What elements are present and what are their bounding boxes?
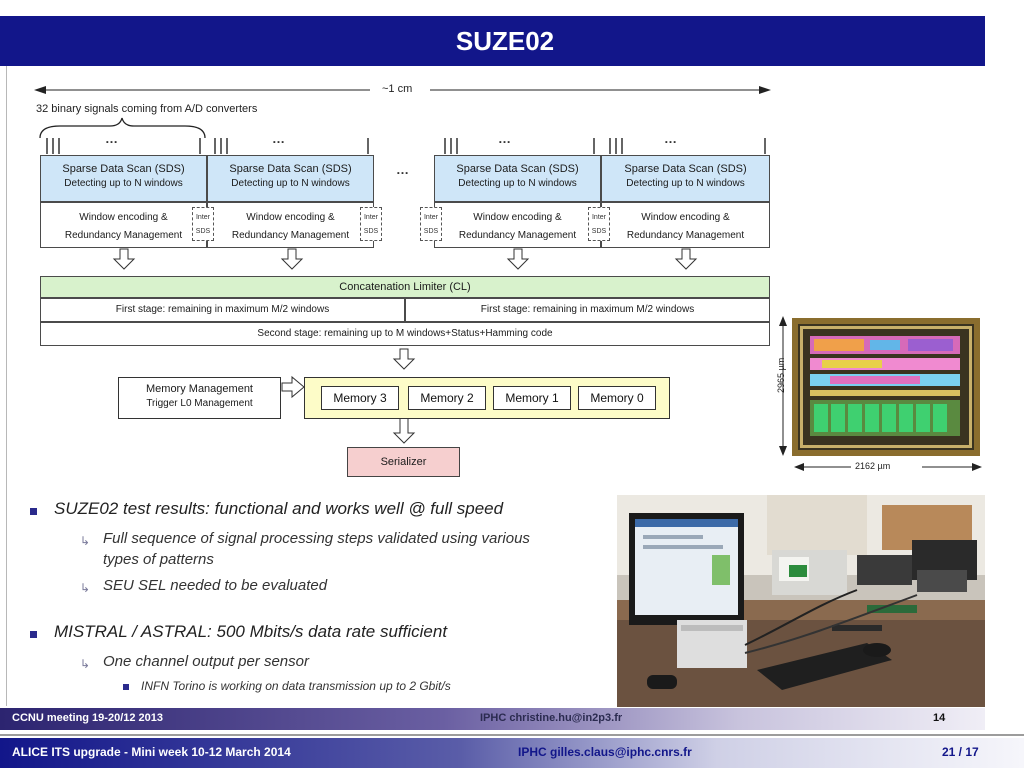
enc-line1: Window encoding & (246, 212, 335, 223)
outer-footer-contact: IPHC gilles.claus@iphc.cnrs.fr (518, 745, 692, 759)
enc-line1: Window encoding & (641, 212, 730, 223)
memory-3: Memory 3 (321, 386, 399, 410)
enc-line2: Redundancy Management (231, 230, 350, 241)
second-stage: Second stage: remaining up to M windows+… (40, 322, 770, 346)
sds-title: Sparse Data Scan (SDS) (62, 163, 185, 175)
outer-footer-bar (0, 738, 1024, 768)
outer-footer-page: 21 / 17 (942, 745, 979, 759)
width-dimension-label: ~1 cm (382, 83, 413, 95)
first-stage-right: First stage: remaining in maximum M/2 wi… (405, 298, 770, 322)
sub-bullet-arrow-icon: ↳ (80, 657, 91, 671)
inter-label: Inter (423, 214, 438, 221)
sds-subtitle: Detecting up to N windows (626, 178, 745, 189)
bullet-2-sub-1: One channel output per sensor (103, 653, 309, 670)
sds-subtitle: Detecting up to N windows (64, 178, 183, 189)
bullet-1: SUZE02 test results: functional and work… (54, 499, 504, 518)
bullet-1-sub-1-line-1: Full sequence of signal processing steps… (103, 530, 530, 547)
bullet-1-sub-1-line-2: types of patterns (103, 551, 214, 568)
dots-4: … (664, 131, 677, 146)
bullet-2: MISTRAL / ASTRAL: 500 Mbits/s data rate … (54, 622, 448, 641)
bullet-1-sub-2: SEU SEL needed to be evaluated (103, 577, 328, 594)
bullet-square (30, 508, 37, 515)
sds-block-2: Sparse Data Scan (SDS) Detecting up to N… (207, 155, 374, 202)
enc-line2: Redundancy Management (626, 230, 745, 241)
chip-width-label: 2162 µm (855, 461, 891, 471)
inner-footer-event: CCNU meeting 19-20/12 2013 (12, 712, 164, 724)
inner-footer-contact: IPHC christine.hu@in2p3.fr (480, 712, 623, 724)
inter-label: Inter (195, 214, 210, 221)
inner-footer-bar (0, 708, 985, 730)
bullet-square (30, 631, 37, 638)
window-encoding-block-4: Window encoding & Redundancy Management (601, 202, 770, 248)
sds-title: Sparse Data Scan (SDS) (229, 163, 352, 175)
sds-block-1: Sparse Data Scan (SDS) Detecting up to N… (40, 155, 207, 202)
memory-2: Memory 2 (408, 386, 486, 410)
dots-2: … (272, 131, 285, 146)
sds-label: SDS (195, 228, 211, 235)
sds-subtitle: Detecting up to N windows (231, 178, 350, 189)
sds-block-4: Sparse Data Scan (SDS) Detecting up to N… (601, 155, 770, 202)
sds-label: SDS (591, 228, 607, 235)
diagram-lines (34, 86, 771, 444)
enc-line1: Window encoding & (473, 212, 562, 223)
signals-label: 32 binary signals coming from A/D conver… (36, 103, 258, 115)
sds-title: Sparse Data Scan (SDS) (624, 163, 747, 175)
left-rule (6, 66, 7, 706)
outer-footer-event: ALICE ITS upgrade - Mini week 10-12 Marc… (12, 745, 291, 759)
dots-3: … (498, 131, 511, 146)
sub-bullet-arrow-icon: ↳ (80, 534, 91, 548)
mm-line1: Memory Management (146, 383, 253, 395)
sds-block-3: Sparse Data Scan (SDS) Detecting up to N… (434, 155, 601, 202)
enc-line2: Redundancy Management (458, 230, 577, 241)
concatenation-limiter: Concatenation Limiter (CL) (40, 276, 770, 298)
footer-separator (0, 734, 1024, 736)
window-encoding-block-2: Window encoding & Redundancy Management (207, 202, 374, 248)
chip-layout-image (779, 316, 982, 471)
bullet-2-sub-1-sub-1: INFN Torino is working on data transmiss… (141, 679, 451, 693)
first-stage-left: First stage: remaining in maximum M/2 wi… (40, 298, 405, 322)
title-bar (0, 16, 985, 66)
chip-height-label: 2965 µm (776, 357, 786, 393)
enc-line2: Redundancy Management (64, 230, 183, 241)
memory-1: Memory 1 (493, 386, 571, 410)
memory-0: Memory 0 (578, 386, 656, 410)
serializer-block: Serializer (347, 447, 460, 477)
sds-label: SDS (363, 228, 379, 235)
dots-1: … (105, 131, 118, 146)
slide-title: SUZE02 (455, 26, 555, 56)
memory-management-block: Memory Management Trigger L0 Management (118, 377, 281, 419)
sds-label: SDS (423, 228, 439, 235)
window-encoding-block-1: Window encoding & Redundancy Management (40, 202, 207, 248)
sds-title: Sparse Data Scan (SDS) (456, 163, 579, 175)
inter-label: Inter (591, 214, 606, 221)
enc-line1: Window encoding & (79, 212, 168, 223)
dots-middle: … (396, 162, 409, 177)
sub-bullet-arrow-icon: ↳ (80, 581, 91, 595)
inter-label: Inter (363, 214, 378, 221)
test-setup-photo (617, 495, 985, 707)
bullet-square-small (123, 684, 129, 690)
sds-subtitle: Detecting up to N windows (458, 178, 577, 189)
inner-footer-page: 14 (933, 712, 946, 724)
window-encoding-block-3: Window encoding & Redundancy Management (434, 202, 601, 248)
mm-line2: Trigger L0 Management (146, 398, 253, 409)
